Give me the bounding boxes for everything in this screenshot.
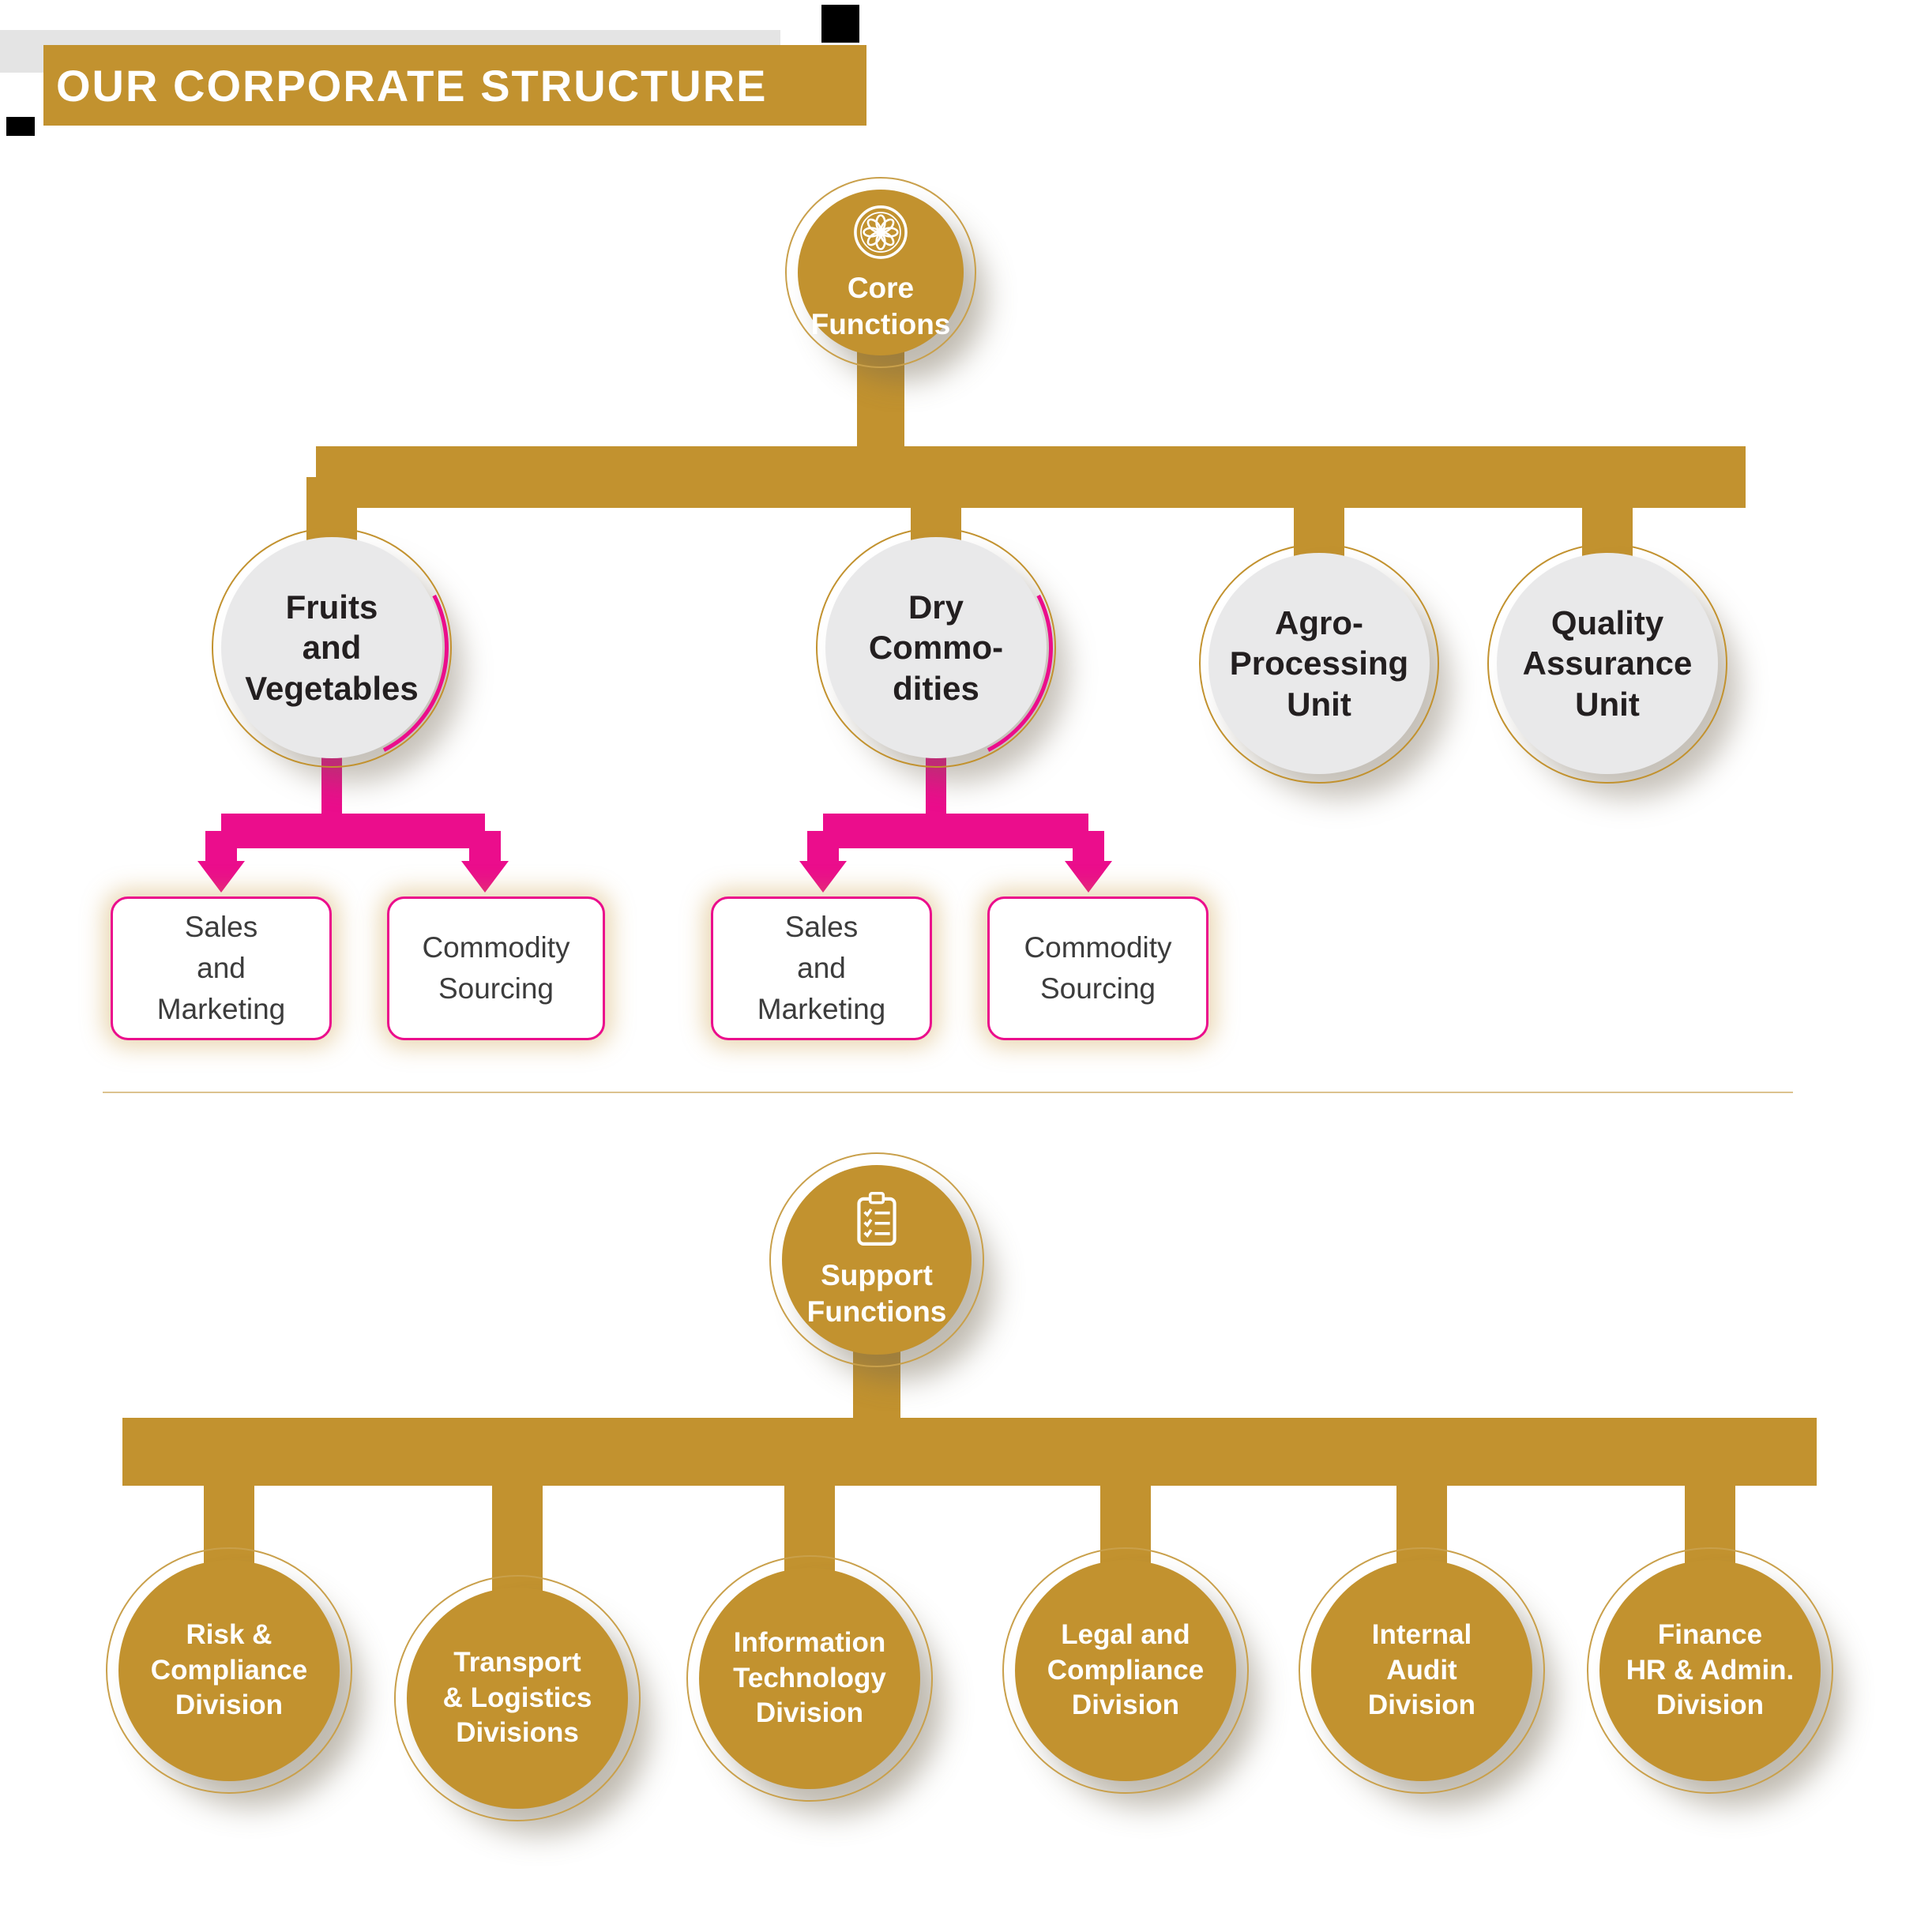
division-label: Internal Audit Division	[1367, 1618, 1476, 1721]
division-label: Information Technology Division	[733, 1626, 886, 1729]
division-node-risk-compliance: Risk & Compliance Division	[106, 1547, 352, 1794]
division-label: Legal and Compliance Division	[1047, 1618, 1205, 1721]
core-functions-label: Core Functions	[810, 271, 951, 340]
division-node-legal-compliance: Legal and Compliance Division	[1002, 1547, 1249, 1794]
support-functions-node: Support Functions	[769, 1152, 984, 1367]
unit-node-dry-commodities: Dry Commo- dities	[816, 528, 1056, 768]
unit-label: Agro- Processing Unit	[1229, 604, 1409, 723]
section-divider	[103, 1092, 1793, 1093]
sub-unit-box-sales-marketing-2: Sales and Marketing	[711, 896, 932, 1040]
unit-label: Fruits and Vegetables	[245, 588, 419, 707]
unit-node-quality-assurance: Quality Assurance Unit	[1487, 543, 1727, 784]
unit-label: Dry Commo- dities	[868, 588, 1004, 707]
sub-unit-box-sales-marketing-1: Sales and Marketing	[111, 896, 332, 1040]
division-node-transport-logistics: Transport & Logistics Divisions	[394, 1575, 641, 1821]
black-square-decoration	[6, 117, 35, 136]
division-node-internal-audit: Internal Audit Division	[1299, 1547, 1545, 1794]
unit-node-fruits-vegetables: Fruits and Vegetables	[212, 528, 452, 768]
core-tree-connector	[306, 332, 1746, 596]
division-label: Transport & Logistics Divisions	[442, 1646, 592, 1749]
flower-medallion-icon	[854, 205, 908, 259]
division-node-information-technology: Information Technology Division	[686, 1555, 933, 1802]
division-label: Finance HR & Admin. Division	[1626, 1618, 1795, 1721]
unit-node-agro-processing: Agro- Processing Unit	[1199, 543, 1439, 784]
page-title: OUR CORPORATE STRUCTURE	[56, 60, 768, 111]
support-functions-label: Support Functions	[806, 1258, 947, 1328]
title-bar: OUR CORPORATE STRUCTURE	[43, 45, 866, 126]
support-tree-connector	[122, 1343, 1817, 1651]
core-functions-node: Core Functions	[785, 177, 976, 368]
division-node-finance-hr-admin: Finance HR & Admin. Division	[1587, 1547, 1833, 1794]
unit-label: Quality Assurance Unit	[1522, 604, 1693, 723]
sub-unit-box-commodity-sourcing-2: Commodity Sourcing	[987, 896, 1208, 1040]
clipboard-checklist-icon	[857, 1191, 896, 1246]
black-square-decoration	[821, 5, 859, 43]
sub-unit-box-commodity-sourcing-1: Commodity Sourcing	[387, 896, 605, 1040]
division-label: Risk & Compliance Division	[150, 1618, 308, 1721]
